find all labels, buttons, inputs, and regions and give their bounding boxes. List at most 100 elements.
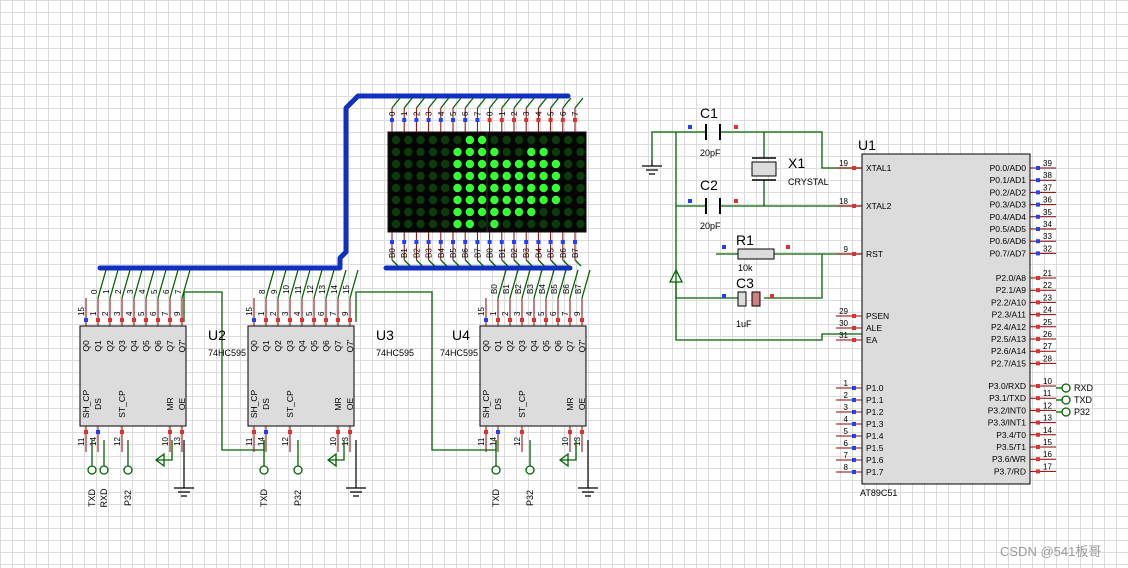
u1-pin-name: P0.3/AD3	[990, 200, 1027, 210]
u1-pin-name: P1.7	[866, 467, 884, 477]
bus-label: B6	[562, 284, 571, 294]
led-dot	[428, 183, 438, 193]
matrix-bottom-label: B1	[400, 248, 409, 258]
pin-name: Q6	[153, 340, 163, 352]
u1-part: AT89C51	[860, 488, 897, 498]
led-dot	[477, 159, 487, 169]
led-dot	[465, 171, 474, 181]
led-dot	[428, 195, 438, 205]
pin-name: Q3	[517, 340, 527, 352]
led-dot	[514, 171, 524, 181]
matrix-bottom-label: B2	[412, 248, 421, 258]
pin-name: ST_CP	[117, 390, 127, 418]
matrix-top-label: 7	[571, 111, 580, 116]
bus-label: 5	[150, 289, 159, 294]
bus-label: 1	[102, 289, 111, 294]
pin-name: SH_CP	[81, 389, 91, 418]
chip-ref: U4	[452, 327, 470, 343]
u1-pin-name: P2.3/A11	[992, 310, 1027, 320]
terminal-txd: TXD	[87, 488, 97, 507]
pin-name: Q6	[321, 340, 331, 352]
u1-pin-number: 13	[1043, 414, 1052, 423]
bus-label: B4	[538, 284, 547, 294]
pin-number: 1	[489, 311, 498, 316]
x1-value: CRYSTAL	[788, 177, 829, 187]
pin-number: 12	[113, 437, 122, 446]
pin-number: 9	[173, 311, 182, 316]
led-dot	[391, 147, 401, 157]
pin-number: 15	[477, 307, 486, 316]
bus-label: B1	[502, 284, 511, 294]
led-dot	[527, 159, 536, 169]
r1-ref: R1	[736, 232, 754, 248]
u1-pin-number: 14	[1043, 426, 1052, 435]
bus-label: 3	[126, 289, 135, 294]
bus-label: 8	[258, 289, 267, 294]
u1-pin-number: 19	[839, 159, 848, 168]
matrix-top-label: 3	[425, 111, 434, 116]
led-dot	[477, 147, 487, 157]
matrix-top-label: 4	[437, 111, 446, 116]
bus-label: 11	[294, 285, 303, 294]
bus-label: 15	[342, 285, 351, 294]
ground-symbols	[174, 160, 662, 497]
led-dot	[441, 183, 450, 193]
terminal-p32: P32	[123, 490, 133, 506]
matrix-top-label: 4	[534, 111, 543, 116]
led-dot	[453, 195, 462, 205]
led-dot	[465, 195, 474, 205]
terminal-p32: P32	[525, 490, 535, 506]
u1-pin-number: 31	[839, 331, 848, 340]
led-dot	[576, 135, 585, 145]
pin-number: 14	[489, 437, 498, 446]
led-dot	[453, 219, 462, 229]
pin-name: Q1	[93, 340, 103, 352]
led-dot	[416, 171, 425, 181]
chip-part: 74HC595	[208, 348, 246, 358]
matrix-bottom-label: B4	[437, 248, 446, 258]
u1-pin-number: 35	[1043, 208, 1052, 217]
pin-name: Q4	[129, 340, 139, 352]
shift-register-u4: U474HC59515Q01Q12Q23Q34Q45Q56Q67Q79Q7'B0…	[440, 269, 591, 452]
u1-pin-name: P0.1/AD1	[990, 175, 1027, 185]
matrix-top-label: 1	[498, 111, 507, 116]
pin-name: SH_CP	[249, 389, 259, 418]
crystal-x1: X1 CRYSTAL	[751, 155, 829, 187]
led-dot	[441, 219, 450, 229]
u1-pin-name: XTAL1	[866, 163, 892, 173]
led-dot	[564, 171, 573, 181]
u1-pin-name: P2.4/A12	[991, 322, 1026, 332]
chip-part: 74HC595	[440, 348, 478, 358]
pin-name: Q4	[529, 340, 539, 352]
c2-value: 20pF	[700, 221, 721, 231]
pin-name: Q3	[117, 340, 127, 352]
pin-number: 7	[329, 311, 338, 316]
led-dot	[477, 183, 487, 193]
matrix-top-label: 6	[559, 111, 568, 116]
terminal-mcu: TXD	[1074, 395, 1093, 405]
led-dot	[391, 207, 401, 217]
led-dot	[502, 159, 511, 169]
led-dot	[477, 195, 487, 205]
pin-name: OE	[577, 398, 587, 411]
pin-number: 10	[561, 437, 570, 446]
led-dot	[576, 219, 585, 229]
u1-pin-name: P3.2/INT0	[988, 405, 1027, 415]
led-dot	[477, 219, 487, 229]
led-dot	[527, 219, 536, 229]
matrix-bottom-label: B6	[461, 248, 470, 258]
matrix-bottom-label: B0	[486, 248, 495, 258]
led-dot	[576, 147, 585, 157]
u1-pin-name: P0.2/AD2	[990, 187, 1027, 197]
matrix-top-label: 3	[522, 111, 531, 116]
led-dot	[502, 147, 511, 157]
u1-pin-name: XTAL2	[866, 201, 892, 211]
u1-pin-number: 22	[1043, 281, 1052, 290]
pin-number: 3	[513, 311, 522, 316]
matrix-bottom-label: B6	[559, 248, 568, 258]
led-dot	[564, 135, 573, 145]
pin-name: MR	[565, 397, 575, 410]
pin-number: 11	[477, 437, 486, 446]
